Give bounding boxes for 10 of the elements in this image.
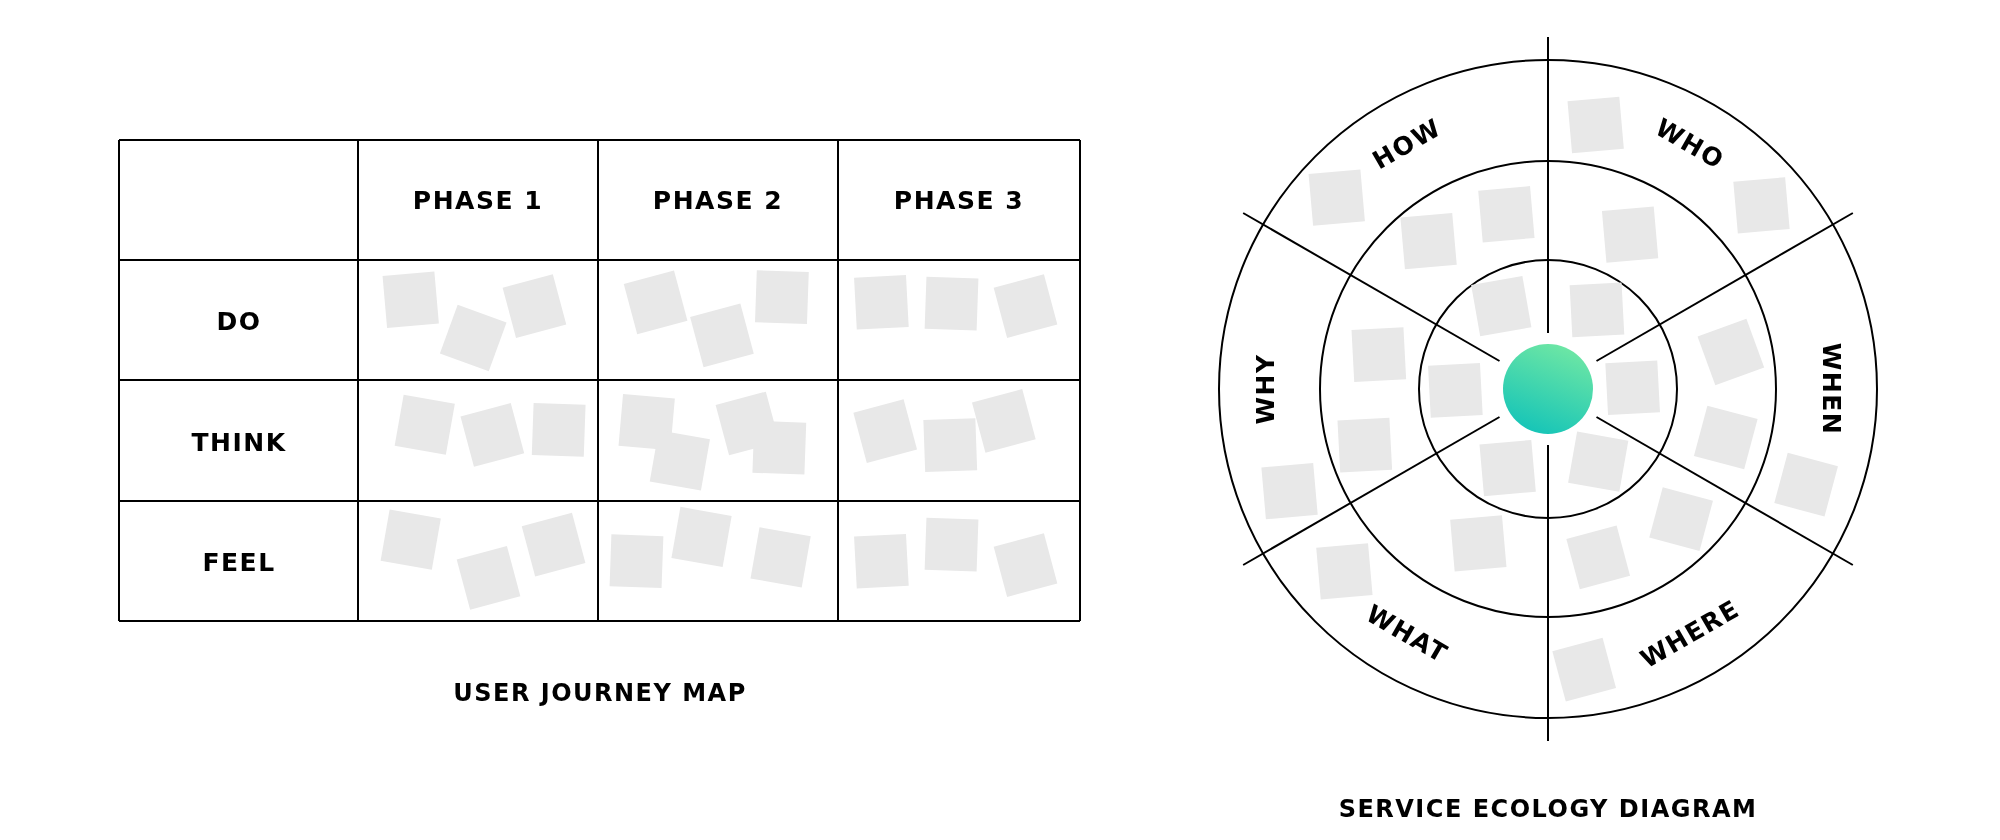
- diagram-caption: SERVICE ECOLOGY DIAGRAM: [1338, 797, 1758, 821]
- row-header: THINK: [191, 429, 287, 455]
- column-header: PHASE 3: [893, 187, 1025, 213]
- sector-label: WHY: [1252, 353, 1278, 425]
- column-header: PHASE 1: [412, 187, 544, 213]
- diagram-caption: USER JOURNEY MAP: [453, 681, 747, 705]
- row-header: FEEL: [202, 549, 276, 575]
- column-header: PHASE 2: [652, 187, 784, 213]
- sector-label: WHEN: [1818, 342, 1844, 436]
- row-header: DO: [216, 308, 262, 334]
